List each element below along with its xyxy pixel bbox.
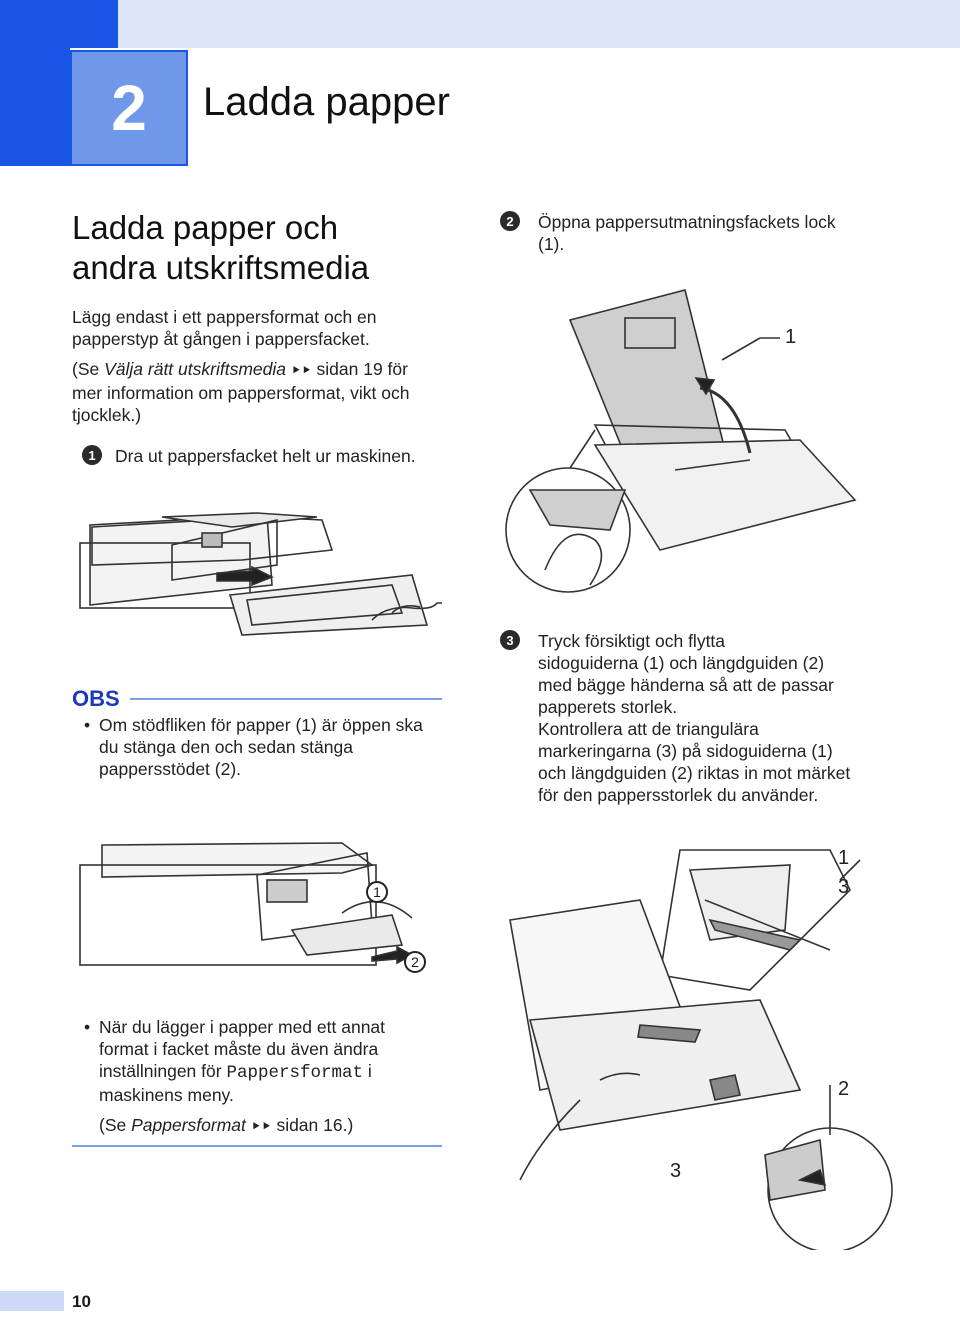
ref-suffix: sidan 19 för (311, 359, 408, 379)
step-3-line: Tryck försiktigt och flytta (538, 631, 726, 651)
obs-bullet-1: • Om stödfliken för papper (1) är öppen … (84, 714, 444, 780)
bullet-icon: • (84, 1017, 91, 1037)
obs-bullet-text: inställningen för (99, 1061, 227, 1081)
intro-line: Lägg endast i ett pappersformat och en (72, 307, 377, 327)
printer-paper-support-illustration (79, 842, 414, 966)
step-3-line: för den pappersstorlek du använder. (538, 785, 819, 805)
step-2-line: (1). (538, 234, 565, 254)
callout-side-guide: 1 (838, 847, 850, 869)
header-band (0, 0, 960, 48)
page-number: 10 (72, 1292, 91, 1311)
chapter-number: 2 (70, 50, 188, 166)
ref-suffix: sidan 16.) (271, 1115, 354, 1135)
obs-bullet-line: maskinens meny. (99, 1085, 234, 1105)
obs-title: OBS (72, 686, 120, 711)
double-arrow-icon: ⯈⯈ (290, 363, 312, 378)
obs-bullet-line: Om stödfliken för papper (1) är öppen sk… (99, 715, 423, 735)
obs-bullet-line: format i facket måste du även ändra (99, 1039, 379, 1059)
obs-bottom-divider (72, 1145, 442, 1147)
step-3-line: och längdguiden (2) riktas in mot märket (538, 763, 851, 783)
callout-support: 2 (404, 951, 426, 973)
bullet-icon: • (84, 715, 91, 735)
tray-cover-open-illustration (505, 289, 857, 593)
intro-reference: (Se Välja rätt utskriftsmedia ⯈⯈ sidan 1… (72, 358, 452, 426)
step-3-text: Tryck försiktigt och flytta sidoguiderna… (538, 630, 938, 806)
obs-bullet-text: i (362, 1061, 372, 1081)
step-1-text: Dra ut pappersfacket helt ur maskinen. (115, 446, 416, 466)
obs-bullet-line: pappersstödet (2). (99, 759, 242, 779)
obs-bullet-line: När du lägger i papper med ett annat (99, 1017, 386, 1037)
paper-guides-illustration (509, 849, 893, 1250)
double-arrow-icon: ⯈⯈ (250, 1119, 272, 1134)
step-3-line: papperets storlek. (538, 697, 678, 717)
step-number-3: 3 (500, 630, 520, 650)
callout-length-guide: 2 (838, 1078, 850, 1100)
callout-tray-cover: 1 (785, 326, 797, 348)
menu-setting-name: Pappersformat (226, 1063, 363, 1083)
step-3-line: med bägge händerna så att de passar (538, 675, 834, 695)
step-3-line: sidoguiderna (1) och längdguiden (2) (538, 653, 825, 673)
obs-divider (130, 698, 442, 700)
callout-support-tab: 1 (366, 881, 388, 903)
ref-link[interactable]: Välja rätt utskriftsmedia (104, 359, 286, 379)
step-number-1: 1 (82, 445, 102, 465)
section-title-line1: Ladda papper och (72, 209, 339, 246)
ref-link[interactable]: Pappersformat (131, 1115, 246, 1135)
header-accent (0, 0, 118, 48)
section-title-line2: andra utskriftsmedia (72, 249, 370, 286)
callout-triangle-mark-bottom: 3 (670, 1160, 682, 1182)
obs-bullet-2: • När du lägger i papper med ett annat f… (84, 1016, 444, 1138)
ref-prefix: (Se (99, 1115, 132, 1135)
ref-prefix: (Se (72, 359, 105, 379)
step-2-text: Öppna pappersutmatningsfackets lock (1). (538, 211, 836, 255)
printer-tray-pull-illustration (79, 512, 442, 636)
step-3-line: Kontrollera att de triangulära (538, 719, 759, 739)
step-2-line: Öppna pappersutmatningsfackets lock (538, 212, 836, 232)
intro-line: tjocklek.) (72, 405, 142, 425)
step-3-line: markeringarna (3) på sidoguiderna (1) (538, 741, 833, 761)
step-number-2: 2 (500, 211, 520, 231)
obs-bullet-line: du stänga den och sedan stänga (99, 737, 353, 757)
section-title: Ladda papper och andra utskriftsmedia (72, 208, 369, 288)
page-number-band (0, 1291, 64, 1311)
chapter-title: Ladda papper (203, 80, 450, 124)
intro-paragraph: Lägg endast i ett pappersformat och en p… (72, 306, 452, 350)
chapter-tab-accent (0, 48, 70, 166)
callout-triangle-mark: 3 (838, 876, 850, 898)
intro-line: papperstyp åt gången i pappersfacket. (72, 329, 370, 349)
intro-line: mer information om pappersformat, vikt o… (72, 383, 410, 403)
